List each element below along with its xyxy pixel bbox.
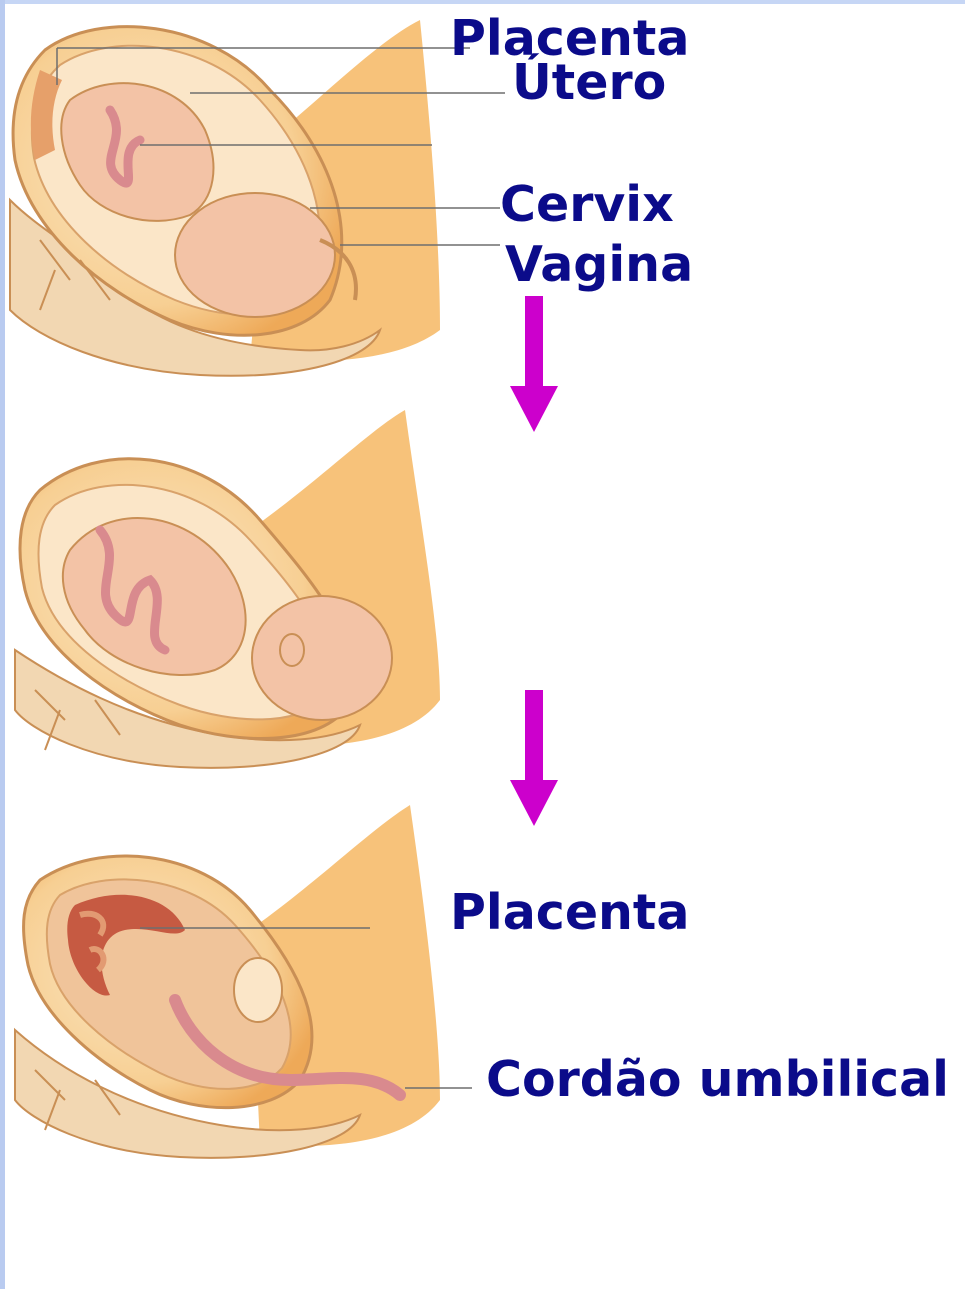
label-utero: Útero (512, 58, 666, 107)
illustration-stage-3 (0, 800, 965, 1180)
illustration-stage-2 (0, 400, 965, 780)
fetus-head (252, 596, 392, 720)
fetus-head (175, 193, 335, 317)
label-cervix: Cervix (500, 180, 674, 229)
bladder-shape (234, 958, 282, 1022)
label-placenta-bottom: Placenta (450, 888, 689, 937)
label-cordao-umbilical: Cordão umbilical (486, 1055, 949, 1104)
label-vagina: Vagina (505, 240, 693, 289)
